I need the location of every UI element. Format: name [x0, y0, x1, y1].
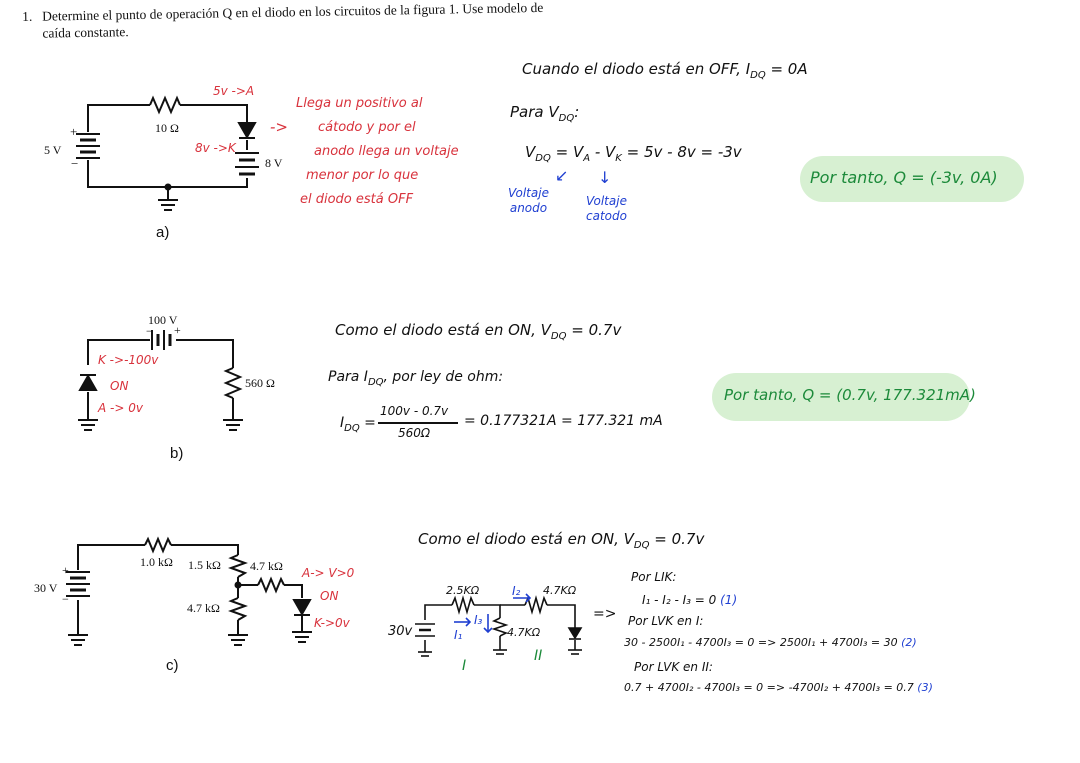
sketch-current-arrows [454, 593, 532, 634]
part-b-para-line: Para IDQ, por ley de ohm: [328, 369, 504, 388]
part-a-para-line: Para VDQ: [510, 103, 580, 124]
circuit-a-minus-sign: − [71, 156, 79, 171]
circuit-b-source [151, 330, 172, 350]
note-line-5: el diodo está OFF [300, 192, 414, 207]
circuit-c-grounds [68, 631, 312, 646]
result-b-highlight [712, 373, 970, 421]
result-a-highlight [800, 156, 1024, 202]
lk-equation: I₁ - I₂ - I₃ = 0 (1) [642, 593, 738, 607]
circuit-a-label: a) [156, 224, 170, 241]
part-b-fraction-numerator: 100v - 0.7v [380, 404, 449, 418]
circuit-c-label: c) [166, 657, 179, 674]
note-arrow: -> [270, 118, 288, 136]
part-c-on-line: Como el diodo está en ON, VDQ = 0.7v [418, 530, 705, 551]
circuit-a-source [76, 133, 100, 159]
lvk2-title: Por LVK en II: [634, 660, 713, 674]
result-b: Por tanto, Q = (0.7v, 177.321mA) [724, 386, 976, 404]
circuit-b-wires [87, 339, 243, 420]
sketch-mesh-2: II [534, 648, 543, 664]
lvk2-equation: 0.7 + 4700I₂ - 4700I₃ = 0 => -4700I₂ + 4… [624, 681, 933, 694]
circuit-a-ground [158, 199, 178, 211]
circuit-a-node-a: 5v ->A [213, 84, 255, 98]
circuit-c-source-label: 30 V [34, 581, 58, 595]
sketch-source-label: 30v [388, 624, 413, 639]
part-b-idq-lhs: IDQ = [340, 415, 376, 434]
note-line-1: Llega un positivo al [296, 96, 423, 111]
circuit-c-source [66, 571, 90, 597]
part-b-on-line: Como el diodo está en ON, VDQ = 0.7v [335, 321, 622, 342]
sketch-implies-arrow: => [593, 606, 617, 622]
circuit-a-node-k: 8v ->K [195, 141, 236, 155]
part-b-fraction-bar [378, 422, 458, 424]
sketch-i3-label: I₃ [474, 613, 483, 627]
sketch-r1-label: 2.5KΩ [446, 584, 480, 597]
circuit-c-r2-label: 1.5 kΩ [188, 558, 221, 572]
circuit-b-on-label: ON [110, 379, 129, 393]
circuit-b-source-label: 100 V [148, 313, 178, 327]
result-a: Por tanto, Q = (-3v, 0A) [810, 168, 998, 187]
sketch-mesh-1: I [462, 658, 467, 674]
part-b-idq-rhs: = 0.177321A = 177.321 mA [464, 413, 663, 429]
circuit-c-wires [77, 536, 303, 635]
circuit-b-diode [78, 373, 98, 391]
sketch-circuit [415, 595, 583, 657]
circuit-c-r4-label: 4.7 kΩ [187, 601, 220, 615]
circuit-c-r1-label: 1.0 kΩ [140, 555, 173, 569]
circuit-a-battery [235, 152, 259, 176]
circuit-a-resistor-label: 10 Ω [155, 121, 179, 135]
circuit-b-minus-sign: − [146, 324, 153, 338]
part-a-vdq-equation: VDQ = VA - VK = 5v - 8v = -3v [525, 143, 742, 164]
circuit-c-minus-sign: − [62, 592, 69, 606]
circuit-a-diode [237, 122, 257, 140]
circuit-a-plus-sign: + [70, 124, 78, 139]
circuit-c-r3-label: 4.7 kΩ [250, 559, 283, 573]
note-line-4: menor por lo que [306, 168, 419, 183]
circuit-c-diode [292, 599, 312, 617]
sketch-r2-label: 4.7KΩ [543, 584, 577, 597]
circuit-b-node-a: A -> 0v [98, 401, 143, 415]
circuit-b-node-k: K ->-100v [98, 353, 159, 367]
note-line-2: cátodo y por el [318, 120, 416, 135]
part-b-fraction-denominator: 560Ω [398, 426, 431, 440]
circuit-c-node-k: K->0v [314, 616, 350, 630]
circuit-b-plus-sign: + [174, 323, 181, 337]
part-a-off-line: Cuando el diodo está en OFF, IDQ = 0A [522, 60, 808, 81]
circuit-c-on-label: ON [320, 589, 339, 603]
note-line-3: anodo llega un voltaje [314, 144, 459, 159]
lk-title: Por LIK: [631, 570, 677, 584]
circuit-c-plus-sign: + [62, 563, 69, 577]
sketch-r3-label: 4.7KΩ [507, 626, 541, 639]
circuit-c-node-a: A-> V>0 [302, 566, 355, 580]
arrow-to-cathode: ↓ [598, 168, 612, 187]
circuit-b-grounds [78, 419, 243, 431]
lvk1-equation: 30 - 2500I₁ - 4700I₃ = 0 => 2500I₁ + 470… [624, 636, 917, 649]
circuit-b-resistor-label: 560 Ω [245, 376, 275, 390]
sketch-i1-label: I₁ [454, 628, 463, 642]
arrow-to-anode: ↙ [555, 166, 569, 185]
circuit-b-label: b) [170, 445, 184, 462]
circuit-a-source-label: 5 V [44, 143, 62, 157]
sketch-i2-label: I₂ [512, 584, 521, 598]
circuit-a-battery-label: 8 V [265, 156, 283, 170]
lvk1-title: Por LVK en I: [628, 614, 704, 628]
